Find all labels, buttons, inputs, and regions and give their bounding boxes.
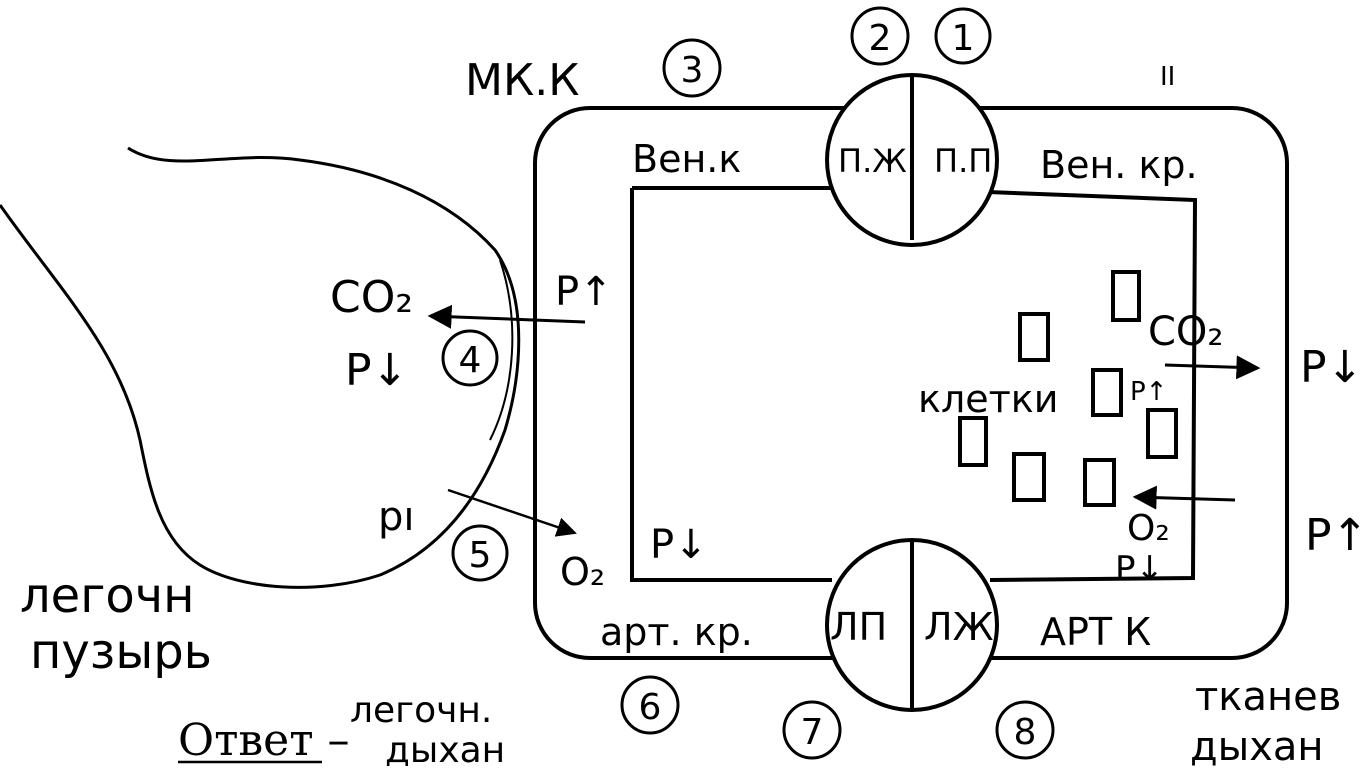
number-circle-7	[782, 700, 842, 760]
tissue-o2-label: O₂	[1127, 508, 1170, 549]
number-circle-5	[451, 524, 509, 582]
cell	[1012, 452, 1046, 502]
answer-right-line1: тканев	[1195, 674, 1341, 720]
answer-label: Ответ –	[178, 715, 350, 766]
lung-label-line1: легочн	[20, 568, 195, 624]
lung-bubble-inner-edge	[489, 259, 514, 441]
heart-top-left-chamber: П.Ж	[838, 142, 907, 180]
number-1-label: 1	[952, 18, 975, 59]
vessel-bottom-right-label: АРТ К	[1040, 610, 1151, 654]
inner-circulation-loop	[630, 186, 1198, 582]
number-4-label: 4	[459, 340, 482, 381]
cell	[1111, 270, 1141, 322]
inner-p-down-label: P↓	[650, 522, 708, 568]
answer-left-line1: легочн.	[350, 690, 492, 731]
cell	[1146, 408, 1178, 459]
right-edge-p-bottom: P↑	[1305, 510, 1366, 561]
heart-bottom-right-chamber: ЛЖ	[924, 605, 994, 649]
cell	[1018, 312, 1050, 362]
number-2-label: 2	[869, 18, 892, 59]
cell	[1083, 458, 1116, 507]
tissue-co2-label: CO₂	[1148, 309, 1223, 355]
o2-lung-arrow	[447, 488, 577, 537]
number-8-label: 8	[1014, 712, 1037, 753]
number-5-label: 5	[469, 535, 492, 576]
number-circle-2	[850, 6, 910, 66]
number-circle-6	[620, 675, 680, 735]
number-circle-3	[662, 38, 722, 98]
number-7-label: 7	[801, 712, 824, 753]
heart-top-right-chamber: П.П	[934, 142, 992, 180]
co2-lung-arrow	[427, 304, 586, 329]
lung-p-down-label: P↓	[345, 345, 408, 396]
answer-left-line2: дыхан	[385, 730, 505, 766]
tissue-p-down-o2-label: P↓	[1115, 549, 1164, 589]
tissue-p-small-label: P↑	[1130, 377, 1167, 407]
lung-co2-label: CO₂	[330, 272, 413, 323]
lung-p-small-label: рı	[378, 494, 415, 540]
vessel-top-left-label: Вен.к	[632, 137, 741, 181]
number-circle-8	[995, 700, 1055, 760]
number-circle-1	[934, 7, 992, 65]
header-right-mark: II	[1160, 62, 1175, 92]
tissue-cells	[958, 270, 1178, 507]
right-edge-p-top: P↓	[1300, 342, 1363, 393]
lung-bubble-outline	[0, 146, 521, 589]
co2-tissue-arrow	[1164, 355, 1261, 380]
number-circle-4	[441, 329, 499, 387]
vessel-top-right-label: Вен. кр.	[1040, 143, 1198, 187]
number-6-label: 6	[639, 687, 662, 728]
header-left-label: МК.К	[465, 55, 579, 106]
cell	[1091, 368, 1123, 417]
answer-right-line2: дыхан	[1190, 724, 1324, 766]
number-3-label: 3	[681, 50, 704, 91]
o2-tissue-arrow	[1132, 485, 1236, 510]
lung-label-line2: пузырь	[30, 624, 212, 680]
number-circles	[441, 6, 1055, 760]
center-p-up-label: P↑	[555, 269, 613, 315]
lung-o2-label: O₂	[560, 550, 605, 594]
cells-label: клетки	[918, 377, 1058, 421]
cell	[958, 416, 988, 467]
number-circle-labels: 1 2 3 4 5 6 7 8	[459, 18, 1037, 753]
heart-bottom-left-chamber: ЛП	[830, 605, 887, 649]
vessel-bottom-left-label: арт. кр.	[600, 610, 753, 654]
